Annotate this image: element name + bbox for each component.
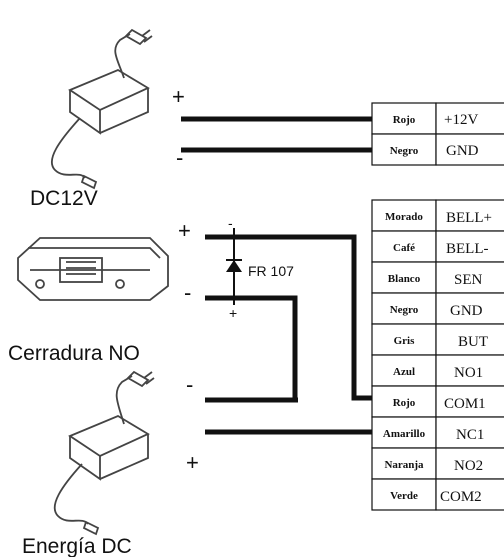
terminal-name: +12V [444, 112, 478, 128]
terminal-name: SEN [454, 272, 483, 288]
adapter-top-plus: + [172, 84, 185, 109]
wire-lock-minus [205, 295, 298, 400]
terminal-name: NO2 [454, 458, 483, 474]
power-adapter-top-icon [50, 28, 153, 190]
lock-icon [17, 237, 169, 301]
adapter-bottom-label: Energía DC [22, 535, 132, 557]
terminal-color: Naranja [384, 459, 424, 471]
terminal-name: COM2 [440, 489, 482, 505]
power-minus: - [186, 372, 193, 397]
terminal-block-io: Morado BELL+ Café BELL- Blanco SEN Negro… [371, 199, 504, 511]
wire-lock-plus [205, 234, 374, 401]
power-adapter-bottom-icon [53, 370, 155, 536]
terminal-name: BELL+ [446, 210, 492, 226]
diode-plus: + [229, 305, 237, 321]
terminal-name: COM1 [444, 396, 486, 412]
terminal-color: Negro [390, 145, 419, 157]
diode-minus: - [228, 215, 233, 231]
adapter-top-label: DC12V [30, 187, 98, 210]
terminal-name: BELL- [446, 241, 489, 257]
terminal-color: Rojo [393, 114, 416, 126]
terminal-name: GND [450, 303, 483, 319]
power-plus: + [186, 450, 199, 475]
terminal-color: Café [393, 242, 415, 254]
terminal-block-power: Rojo +12V Negro GND [371, 102, 504, 166]
terminal-name: NC1 [456, 427, 484, 443]
terminal-name: NO1 [454, 365, 483, 381]
terminal-color: Negro [390, 304, 419, 316]
terminal-color: Verde [390, 490, 418, 502]
terminal-color: Azul [393, 366, 415, 378]
terminal-color: Blanco [388, 273, 421, 285]
terminal-name: GND [446, 143, 479, 159]
terminal-color: Amarillo [383, 428, 426, 440]
terminal-color: Gris [394, 335, 415, 347]
terminal-color: Morado [385, 211, 423, 223]
lock-plus: + [178, 218, 191, 243]
lock-label: Cerradura NO [8, 342, 140, 365]
diode-symbol [226, 228, 242, 305]
terminal-name: BUT [458, 334, 488, 350]
lock-minus: - [184, 280, 191, 305]
adapter-top-minus: - [176, 145, 183, 170]
diode-label: FR 107 [248, 263, 294, 279]
terminal-color: Rojo [393, 397, 416, 409]
